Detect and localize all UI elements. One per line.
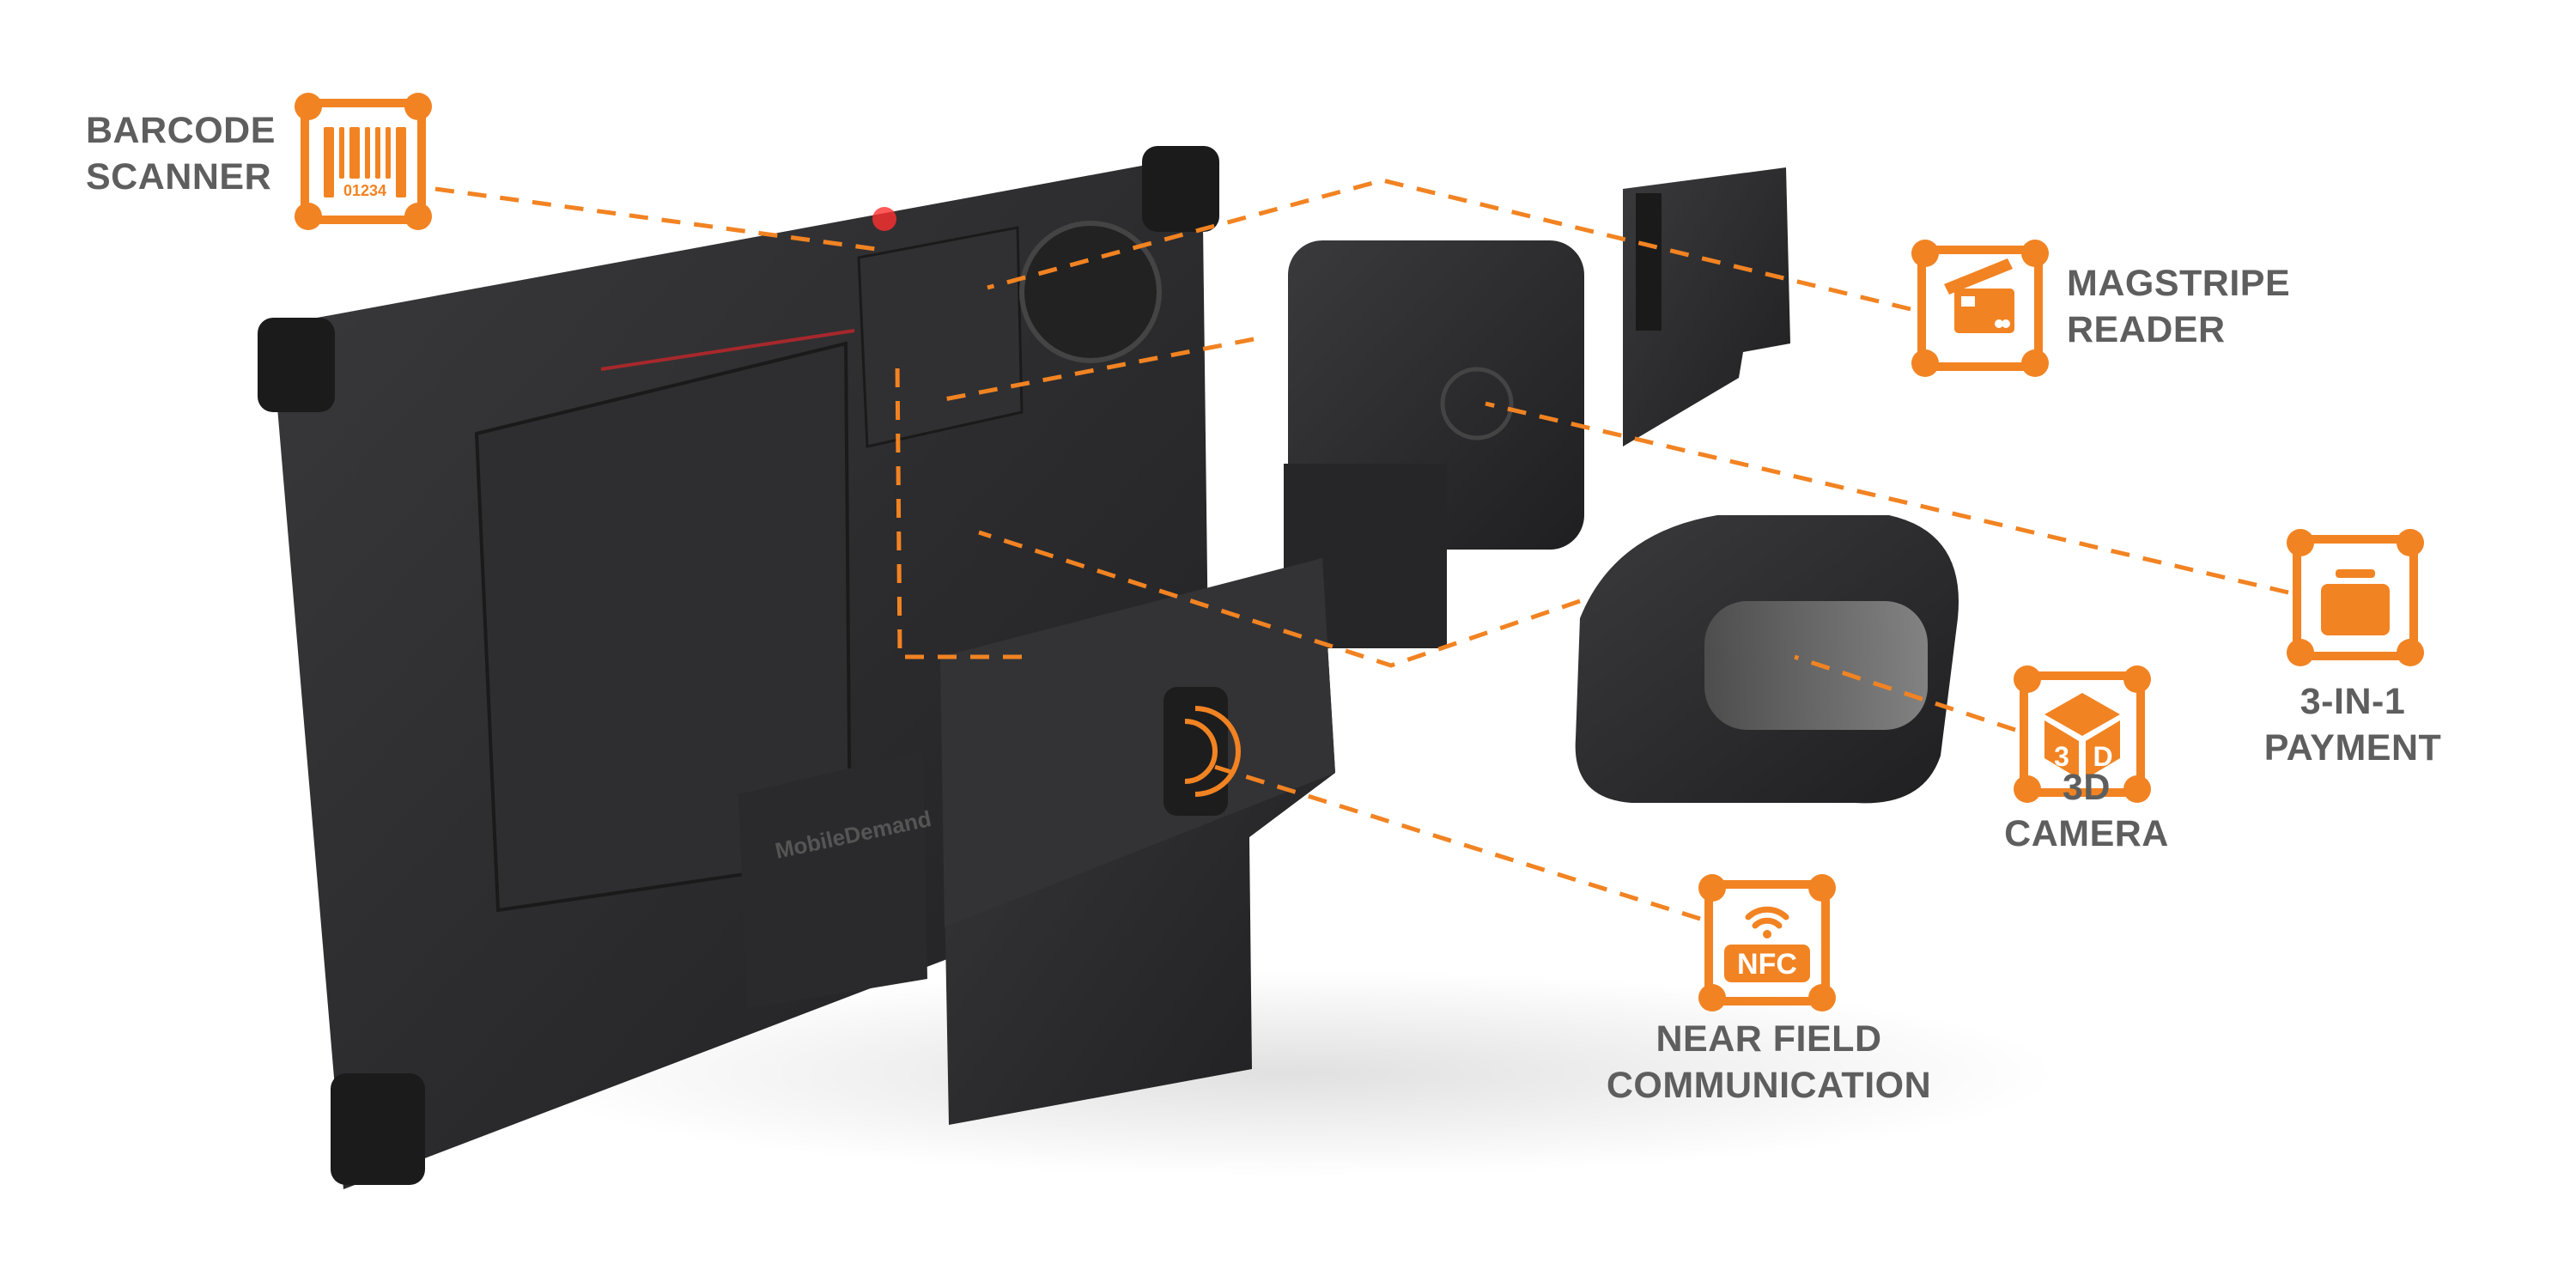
svg-text:D: D <box>2093 741 2112 772</box>
payment-module <box>1284 240 1584 648</box>
magstripe-module <box>1623 167 1790 447</box>
scanner-light <box>872 207 896 231</box>
floor-shadow <box>515 970 2061 1176</box>
svg-text:NFC: NFC <box>1737 948 1797 981</box>
3d-camera-module <box>1575 515 1959 804</box>
credit-card-icon <box>1911 240 2049 377</box>
callout-lines <box>434 178 2289 921</box>
fan-grille <box>1019 221 1162 363</box>
svg-text:3: 3 <box>2054 741 2069 772</box>
barcode-icon: 01234 <box>295 93 432 230</box>
nfc-wifi-icon: NFC <box>1698 874 1836 1012</box>
3d-cube-icon: 3 D <box>2014 665 2151 803</box>
svg-text:01234: 01234 <box>343 182 386 199</box>
nfc-module: MobileDemand <box>738 558 1335 1125</box>
payment-terminal-icon <box>2287 529 2424 666</box>
